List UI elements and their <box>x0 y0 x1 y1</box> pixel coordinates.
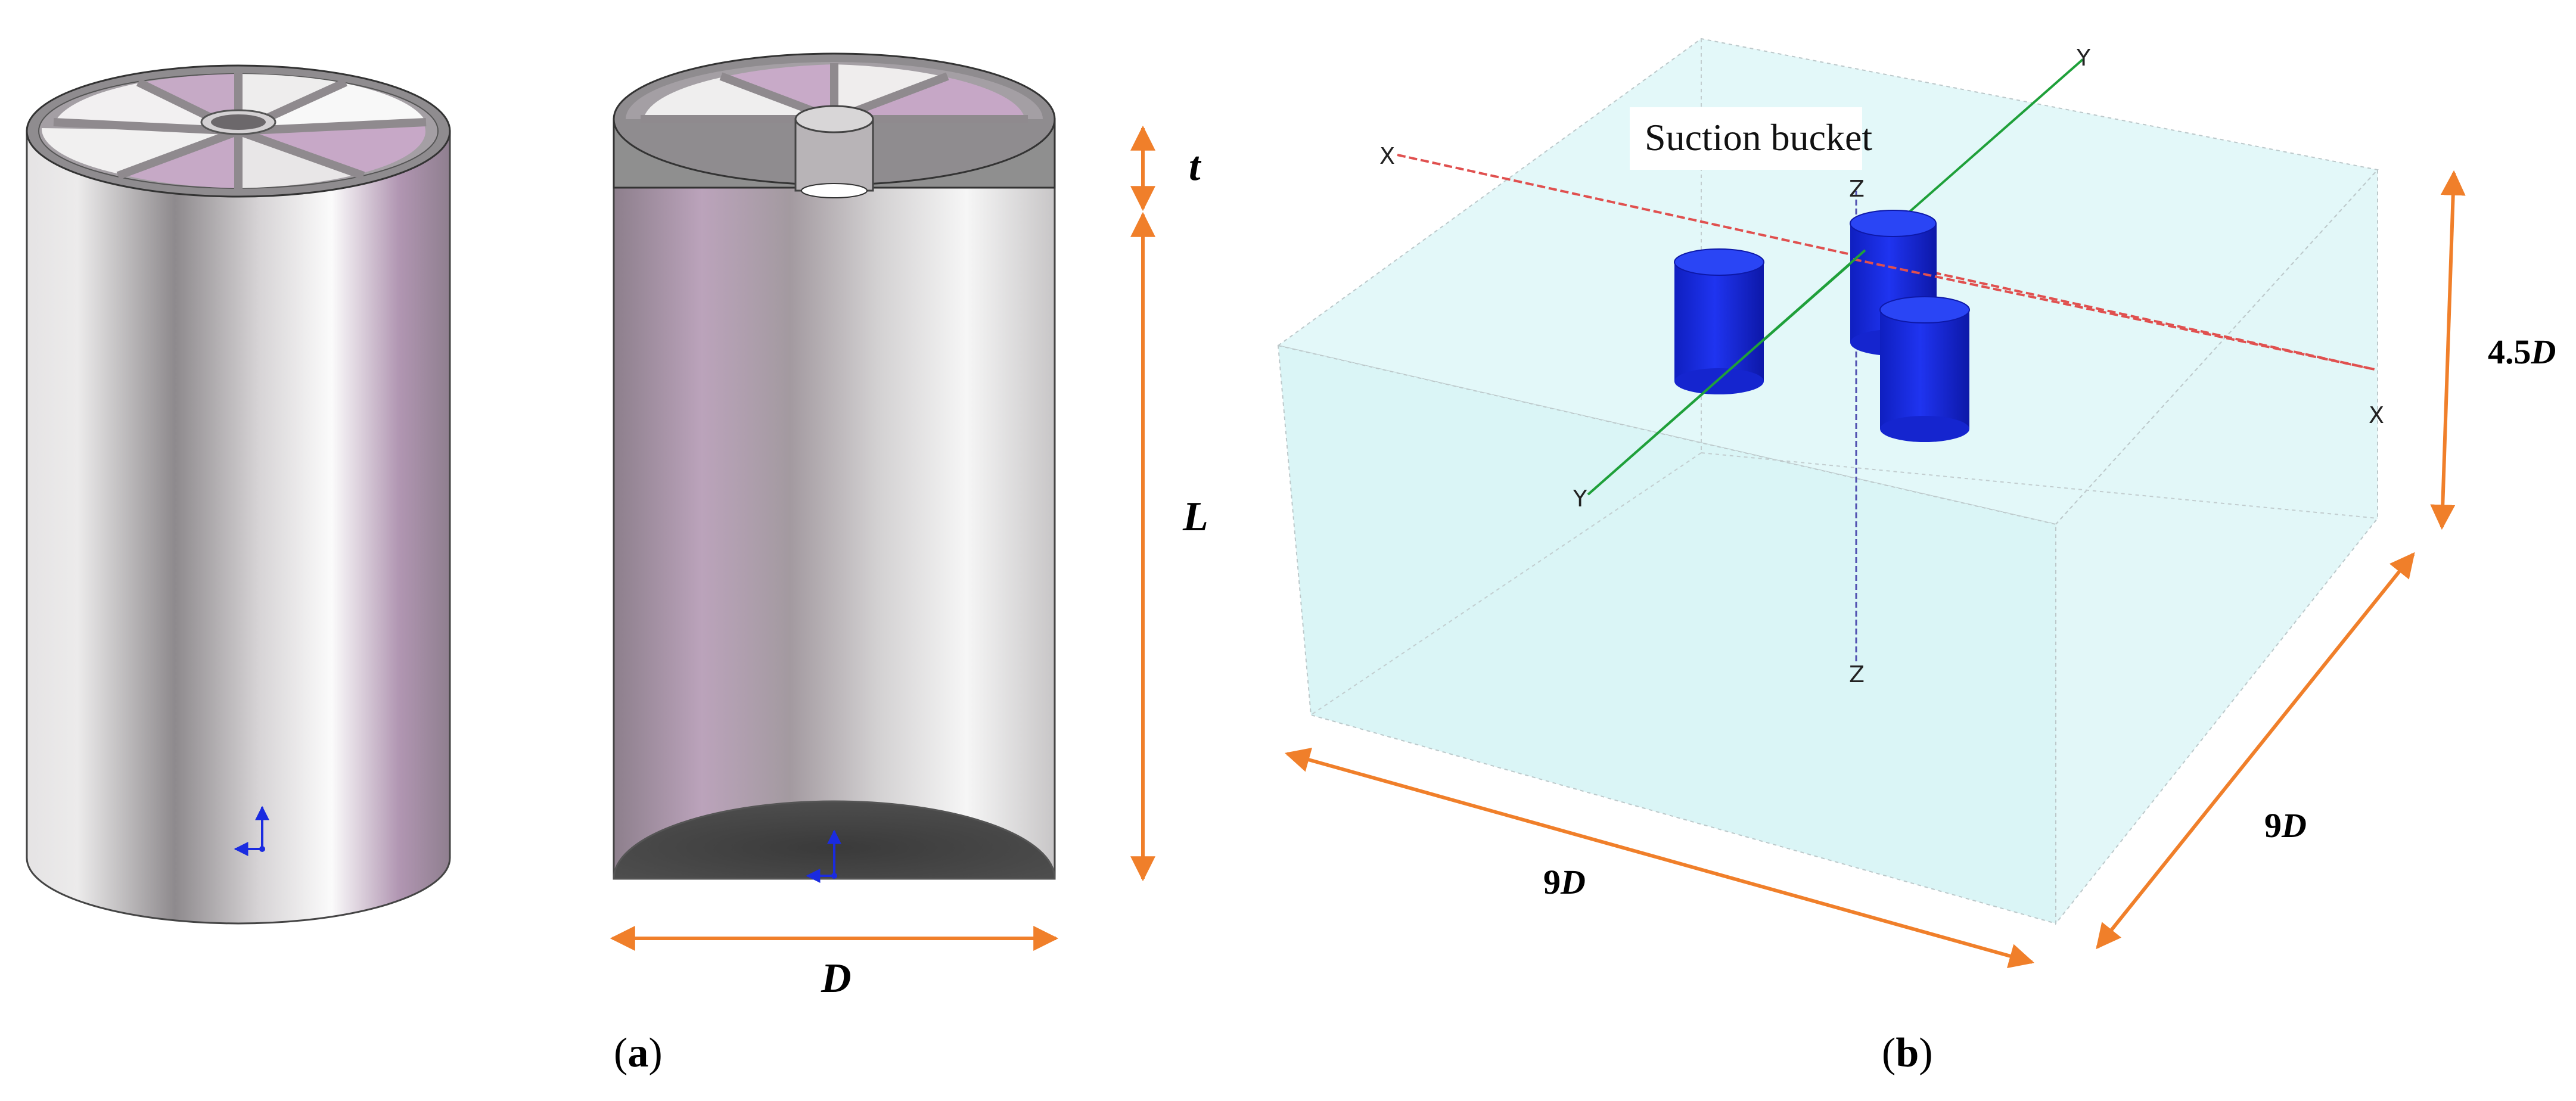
axis-label-z-bottom: Z <box>1849 661 1865 688</box>
dimension-height-arrow <box>2430 170 2466 530</box>
axis-label-x-start: X <box>1379 143 1395 169</box>
bucket-model-section <box>613 52 1056 883</box>
label-width-num: 9 <box>1543 863 1561 901</box>
label-depth-var: D <box>2281 806 2307 845</box>
dimension-width-arrow <box>1284 747 2035 969</box>
dimension-depth-arrow <box>2096 552 2415 950</box>
caption-b: (b) <box>1882 1030 1933 1076</box>
caption-a-letter: a <box>627 1030 648 1076</box>
suction-bucket-left <box>1674 248 1764 394</box>
caption-b-open: ( <box>1882 1030 1896 1076</box>
caption-b-letter: b <box>1896 1030 1919 1076</box>
suction-bucket-title: Suction bucket <box>1630 107 1872 170</box>
bucket-model-full <box>26 64 451 925</box>
label-depth: 9D <box>2264 806 2307 845</box>
label-width: 9D <box>1543 863 1586 901</box>
caption-a: (a) <box>614 1030 663 1076</box>
caption-a-close: ) <box>648 1030 662 1076</box>
label-height: 4.5D <box>2488 332 2556 371</box>
label-height-num: 4.5 <box>2488 332 2531 371</box>
suction-bucket-title-text: Suction bucket <box>1645 116 1872 158</box>
axis-label-y-start: Y <box>1573 486 1587 512</box>
suction-bucket-front <box>1879 296 1970 442</box>
axis-label-x-end: X <box>2369 402 2384 428</box>
label-L: L <box>1182 494 1208 540</box>
label-height-var: D <box>2531 332 2556 371</box>
axis-label-z-top: Z <box>1849 176 1865 202</box>
axis-label-y-end: Y <box>2076 45 2091 71</box>
panel-a: t L D (a) <box>26 52 1208 1076</box>
label-depth-num: 9 <box>2264 806 2282 845</box>
caption-a-open: ( <box>614 1030 627 1076</box>
panel-b: X X Y Y Z Z Suction bucket 4.5D 9D 9D (b… <box>1276 38 2556 1076</box>
label-D: D <box>821 956 852 1002</box>
label-t: t <box>1189 144 1202 189</box>
caption-b-close: ) <box>1919 1030 1932 1076</box>
soil-domain-box <box>1276 38 2379 925</box>
label-width-var: D <box>1560 863 1586 901</box>
